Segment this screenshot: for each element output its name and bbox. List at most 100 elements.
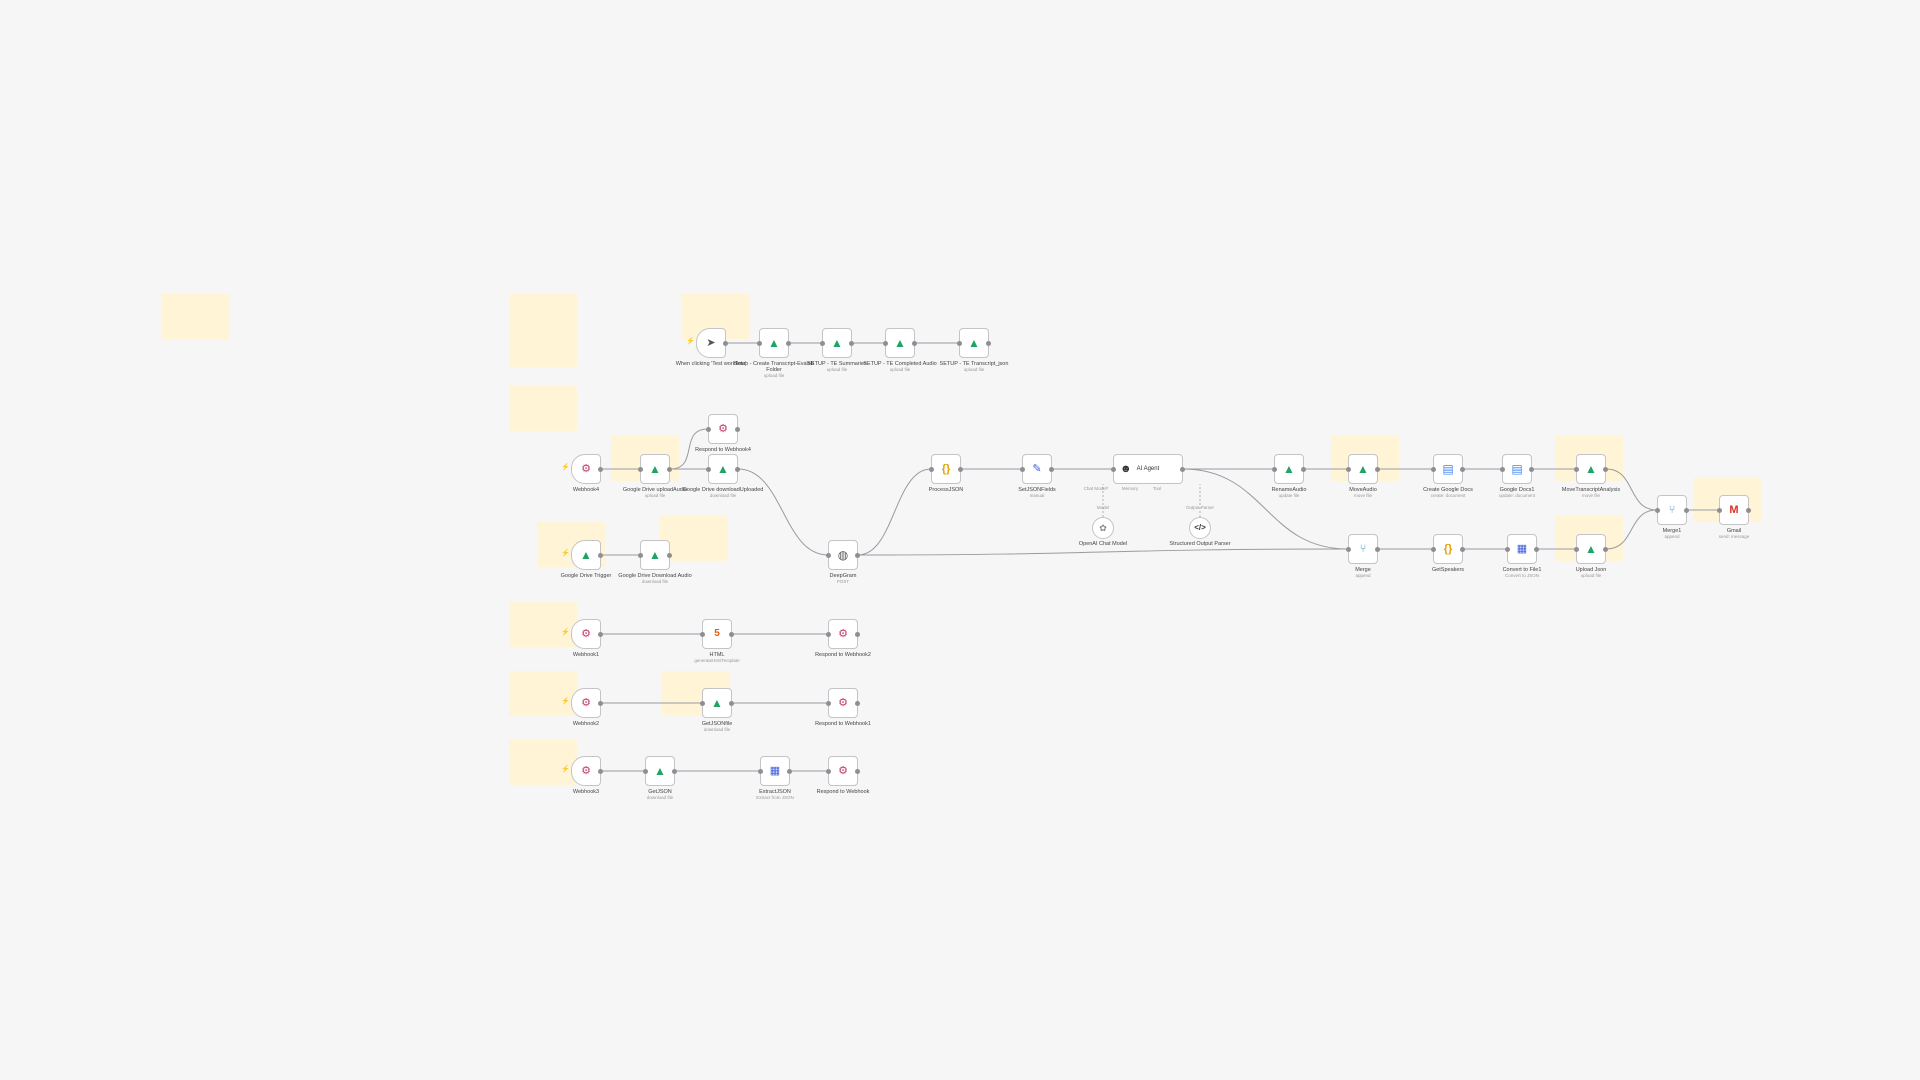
output-handle[interactable] [958,466,963,472]
input-handle[interactable] [706,426,711,432]
input-handle[interactable] [826,631,831,637]
output-handle[interactable] [1180,466,1185,472]
node-getjsonfile[interactable]: ▲ [700,688,734,718]
node-gddownload1[interactable]: ▲ [706,454,740,484]
connection-wire[interactable] [1182,468,1349,550]
node-respond1[interactable]: ⚙ [826,688,860,718]
output-handle[interactable] [1375,546,1380,552]
node-gdocs1[interactable]: ▤ [1500,454,1534,484]
input-handle[interactable] [826,700,831,706]
sticky-note[interactable] [509,386,577,431]
sticky-note[interactable] [509,294,577,367]
input-handle[interactable] [706,466,711,472]
sticky-note[interactable] [509,740,577,785]
sticky-note[interactable] [161,294,229,339]
input-handle[interactable] [1431,546,1436,552]
input-handle[interactable] [757,340,762,346]
node-merge1[interactable]: ⑂ [1655,495,1689,525]
output-handle[interactable] [1301,466,1306,472]
output-handle[interactable] [1375,466,1380,472]
node-setup3[interactable]: ▲ [883,328,917,358]
connection-wire[interactable] [857,548,1349,556]
output-handle[interactable] [735,466,740,472]
input-handle[interactable] [1717,507,1722,513]
input-handle[interactable] [1500,466,1505,472]
node-webhook4[interactable]: ⚙⚡ [561,454,603,484]
output-handle[interactable] [1534,546,1539,552]
node-agent[interactable]: ☻AI Agent [1111,454,1185,484]
output-handle[interactable] [729,631,734,637]
output-handle[interactable] [667,466,672,472]
node-convert[interactable]: ▦ [1505,534,1539,564]
input-handle[interactable] [758,768,763,774]
node-getjson[interactable]: ▲ [643,756,677,786]
connection-wire[interactable] [1605,468,1658,511]
input-handle[interactable] [638,552,643,558]
input-handle[interactable] [957,340,962,346]
output-handle[interactable] [598,631,603,637]
output-handle[interactable] [598,552,603,558]
node-setup4[interactable]: ▲ [957,328,991,358]
input-handle[interactable] [1272,466,1277,472]
node-createdocs[interactable]: ▤ [1431,454,1465,484]
node-setup2[interactable]: ▲ [820,328,854,358]
output-handle[interactable] [598,466,603,472]
sticky-note[interactable] [509,671,577,716]
node-processjson[interactable]: {} [929,454,963,484]
output-handle[interactable] [986,340,991,346]
output-handle[interactable] [849,340,854,346]
node-openai[interactable]: ✿ [1092,517,1114,539]
sticky-note[interactable] [509,602,577,647]
node-webhook2[interactable]: ⚙⚡ [561,688,603,718]
node-respond[interactable]: ⚙ [826,756,860,786]
output-handle[interactable] [1529,466,1534,472]
input-handle[interactable] [1346,546,1351,552]
connection-wire[interactable] [1605,509,1658,550]
node-html[interactable]: 5 [700,619,734,649]
node-getspeakers[interactable]: {} [1431,534,1465,564]
output-handle[interactable] [855,768,860,774]
node-movetranscript[interactable]: ▲ [1574,454,1608,484]
node-gmail[interactable]: M [1717,495,1751,525]
input-handle[interactable] [700,631,705,637]
output-handle[interactable] [855,700,860,706]
output-handle[interactable] [855,552,860,558]
node-deepgram[interactable]: ◍ [826,540,860,570]
node-respond2[interactable]: ⚙ [826,619,860,649]
node-extractjson[interactable]: ▦ [758,756,792,786]
input-handle[interactable] [643,768,648,774]
output-handle[interactable] [723,340,728,346]
node-gdtrigger[interactable]: ▲⚡ [561,540,603,570]
node-manual[interactable]: ➤⚡ [686,328,728,358]
input-handle[interactable] [929,466,934,472]
input-handle[interactable] [1111,466,1116,472]
node-respond4[interactable]: ⚙ [706,414,740,444]
output-handle[interactable] [1460,546,1465,552]
output-handle[interactable] [855,631,860,637]
node-webhook3[interactable]: ⚙⚡ [561,756,603,786]
input-handle[interactable] [700,700,705,706]
input-handle[interactable] [883,340,888,346]
node-moveaudio[interactable]: ▲ [1346,454,1380,484]
node-webhook1[interactable]: ⚙⚡ [561,619,603,649]
input-handle[interactable] [1574,546,1579,552]
output-handle[interactable] [1684,507,1689,513]
output-handle[interactable] [1049,466,1054,472]
input-handle[interactable] [638,466,643,472]
node-uploadjson[interactable]: ▲ [1574,534,1608,564]
input-handle[interactable] [1431,466,1436,472]
node-setjson[interactable]: ✎ [1020,454,1054,484]
output-handle[interactable] [1603,466,1608,472]
output-handle[interactable] [598,700,603,706]
input-handle[interactable] [1574,466,1579,472]
connection-wire[interactable] [737,468,829,556]
input-handle[interactable] [1020,466,1025,472]
node-merge[interactable]: ⑂ [1346,534,1380,564]
node-setup1[interactable]: ▲ [757,328,791,358]
node-gdupload[interactable]: ▲ [638,454,672,484]
output-handle[interactable] [1603,546,1608,552]
output-handle[interactable] [912,340,917,346]
connection-wire[interactable] [669,428,709,470]
node-gddownload2[interactable]: ▲ [638,540,672,570]
